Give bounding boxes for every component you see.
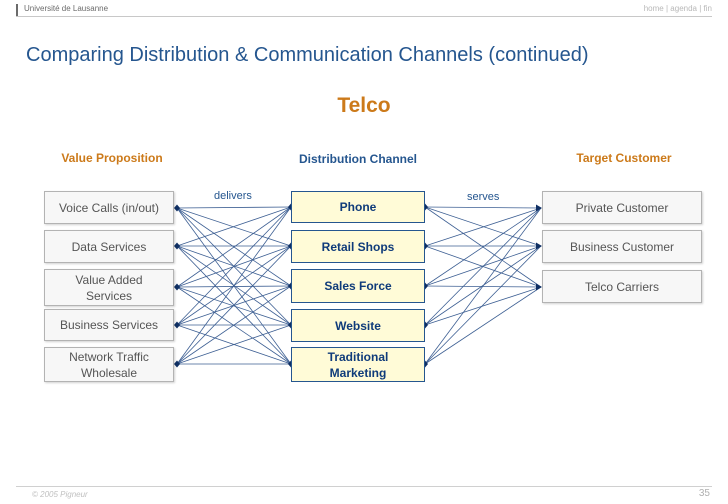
value-proposition-label: Voice Calls (in/out) [58,200,160,215]
value-proposition-label: Network Traffic Wholesale [69,349,149,380]
nav-fin-link[interactable]: fin [703,4,712,13]
connector-end-diamond [174,360,180,368]
connector-line [176,206,292,365]
connector-line [176,206,292,247]
customer-telco-carriers: Telco Carriers [542,270,702,303]
connector-line [424,207,542,247]
customer-business: Business Customer [542,230,702,263]
channel-phone: Phone [291,191,425,223]
connector-line [176,207,292,247]
value-proposition-data-services: Data Services [44,230,174,263]
connector-end-diamond [174,283,180,291]
slide-title: Comparing Distribution & Communication C… [26,44,589,66]
connector-line [176,324,292,365]
nav-separator: | [699,4,704,13]
channel-sales-force: Sales Force [291,269,425,303]
channel-traditional-marketing: Traditional Marketing [291,347,425,382]
connector-line [176,245,292,365]
nav-agenda-link[interactable]: agenda [670,4,697,13]
page-number: 35 [698,488,710,499]
connector-line [424,206,542,209]
channel-label: Website [335,318,381,333]
connector-line [424,207,542,365]
value-proposition-label: Value Added Services [75,272,143,303]
value-proposition-value-added-services: Value Added Services [44,269,174,306]
channel-label: Phone [339,200,377,214]
channel-label: Retail Shops [321,239,395,254]
channel-retail-shops: Retail Shops [291,230,425,263]
header-divider [16,16,712,17]
header-tick [16,4,18,16]
value-proposition-business-services: Business Services [44,309,174,341]
slide-subtitle: Telco [337,94,391,117]
nav-separator: | [665,4,671,13]
value-proposition-label: Business Services [59,318,159,332]
value-proposition-label: Data Services [71,239,147,254]
connector-line [176,285,292,365]
connector-line [424,206,542,247]
customer-label: Private Customer [575,200,669,215]
value-proposition-voice-calls: Voice Calls (in/out) [44,191,174,224]
connector-end-diamond [174,321,180,329]
connector-line [176,286,292,365]
header-nav: home | agenda | fin [644,4,712,13]
serves-label: serves [467,191,500,203]
connector-arrowhead [536,242,542,250]
connector-line [176,286,292,326]
connector-arrowhead [536,204,542,212]
connector-line [424,286,542,365]
column-header-value-proposition: Value Proposition [61,151,163,165]
institution-label: Université de Lausanne [24,4,109,13]
copyright-text: © 2005 Pigneur [32,490,88,499]
customer-label: Business Customer [569,239,675,254]
connector-line [424,245,542,365]
connector-line [176,206,292,209]
footer-divider [16,486,712,487]
connector-arrowhead [536,283,542,291]
connector-line [424,207,542,326]
nav-home-link[interactable]: home [643,4,664,13]
connector-line [176,206,292,288]
connector-line [424,207,542,287]
connector-line [424,286,542,326]
connector-line [176,206,292,326]
channel-website: Website [291,309,425,342]
connector-end-diamond [174,242,180,250]
customer-label: Telco Carriers [584,279,659,294]
channel-label: Sales Force [324,279,392,293]
column-header-target-customer: Target Customer [576,151,672,165]
column-header-distribution-channel: Distribution Channel [299,152,417,166]
value-proposition-network-traffic-wholesale: Network Traffic Wholesale [44,347,174,382]
connector-end-diamond [174,204,180,212]
customer-private: Private Customer [542,191,702,224]
channel-label: Traditional Marketing [327,349,389,380]
connector-line [176,285,292,288]
delivers-label: delivers [214,190,252,202]
